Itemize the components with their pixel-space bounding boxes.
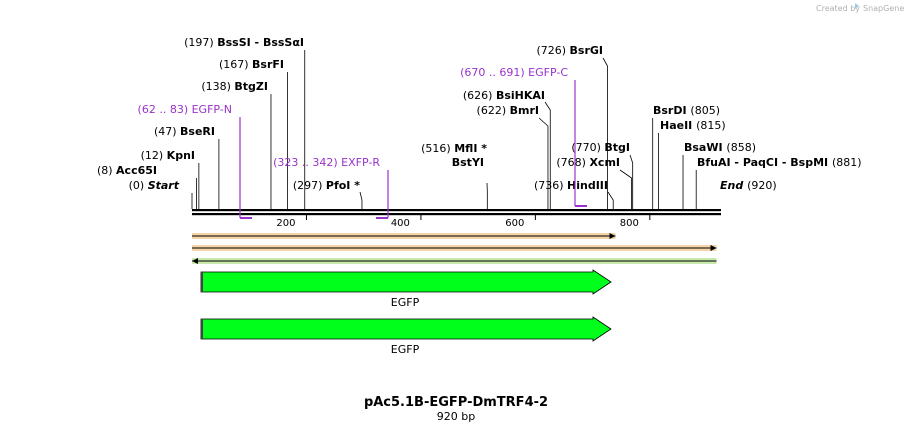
enzyme-label: (47) BseRI [154,125,215,138]
enzyme-label: (8) Acc65I [97,164,157,177]
enzyme-label: (622) BmrI [477,104,539,117]
enzyme-label: End (920) [720,179,777,192]
enzyme-label: BsrDI (805) [653,104,720,117]
primer-label: (323 .. 342) EXFP-R [273,156,380,169]
primer-label: (62 .. 83) EGFP-N [138,103,232,116]
map-length: 920 bp [437,410,475,423]
enzyme-label: BsaWI (858) [684,141,756,154]
scale-ticks: 200 400 600 800 [276,215,651,229]
enzyme-label: (12) KpnI [141,149,195,162]
credit-text: Created by [816,4,860,13]
feature-arrow [200,316,612,342]
primer-sites: (62 .. 83) EGFP-N (323 .. 342) EXFP-R (670… [138,66,587,219]
enzyme-site-line [629,154,634,209]
enzyme-site-line [619,169,632,209]
feature-arrow-start [201,272,203,292]
enzyme-label: (197) BssSI - BssSαI [184,36,304,49]
feature-arrow-start [201,319,203,339]
snapgene-logo-icon [855,3,859,9]
feature-arrows: EGFP EGFP [200,269,612,356]
enzyme-label: (167) BsrFI [219,58,284,71]
enzyme-site-line [602,57,608,209]
enzyme-site-line [544,101,551,209]
enzyme-label: (770) BtgI [571,141,630,154]
enzyme-site-line [359,191,363,209]
map-title: pAc5.1B-EGFP-DmTRF4-2 [364,395,548,410]
scale-tick-label: 800 [620,218,639,229]
brand-text: SnapGene [863,4,904,13]
scale-tick-label: 400 [391,218,410,229]
scale-tick-label: 600 [505,218,524,229]
orf-arrowhead [710,245,717,251]
enzyme-label: (726) BsrGI [536,44,603,57]
orf-arrowhead [192,258,198,264]
enzyme-label: (0) Start [129,179,180,192]
enzyme-label: BstYI [452,156,484,169]
feature-label: EGFP [391,296,420,309]
orf-bars [192,233,717,264]
backbone-top-strand [192,209,721,212]
scale-tick-label: 200 [276,218,295,229]
backbone-bottom-strand [192,213,721,216]
orf-arrowhead [609,233,616,239]
feature-label: EGFP [391,343,420,356]
enzyme-label: (626) BsiHKAI [463,89,545,102]
enzyme-label: (736) HindIII [534,179,608,192]
enzyme-site-line [607,191,614,209]
primer-label: (670 .. 691) EGFP-C [460,66,568,79]
enzyme-label: HaeII (815) [660,119,726,132]
enzyme-label: (138) BtgZI [201,80,268,93]
enzyme-label: BfuAI - PaqCI - BspMI (881) [697,156,862,169]
enzyme-sites: (0) Start (8) Acc65I (12) KpnI (47) BseRI (1… [97,36,862,209]
enzyme-label: (516) MflI * [421,142,487,155]
enzyme-label: (768) XcmI [556,156,620,169]
enzyme-label: (297) PfoI * [293,179,360,192]
feature-arrow [200,269,612,295]
enzyme-site-line [538,117,549,209]
